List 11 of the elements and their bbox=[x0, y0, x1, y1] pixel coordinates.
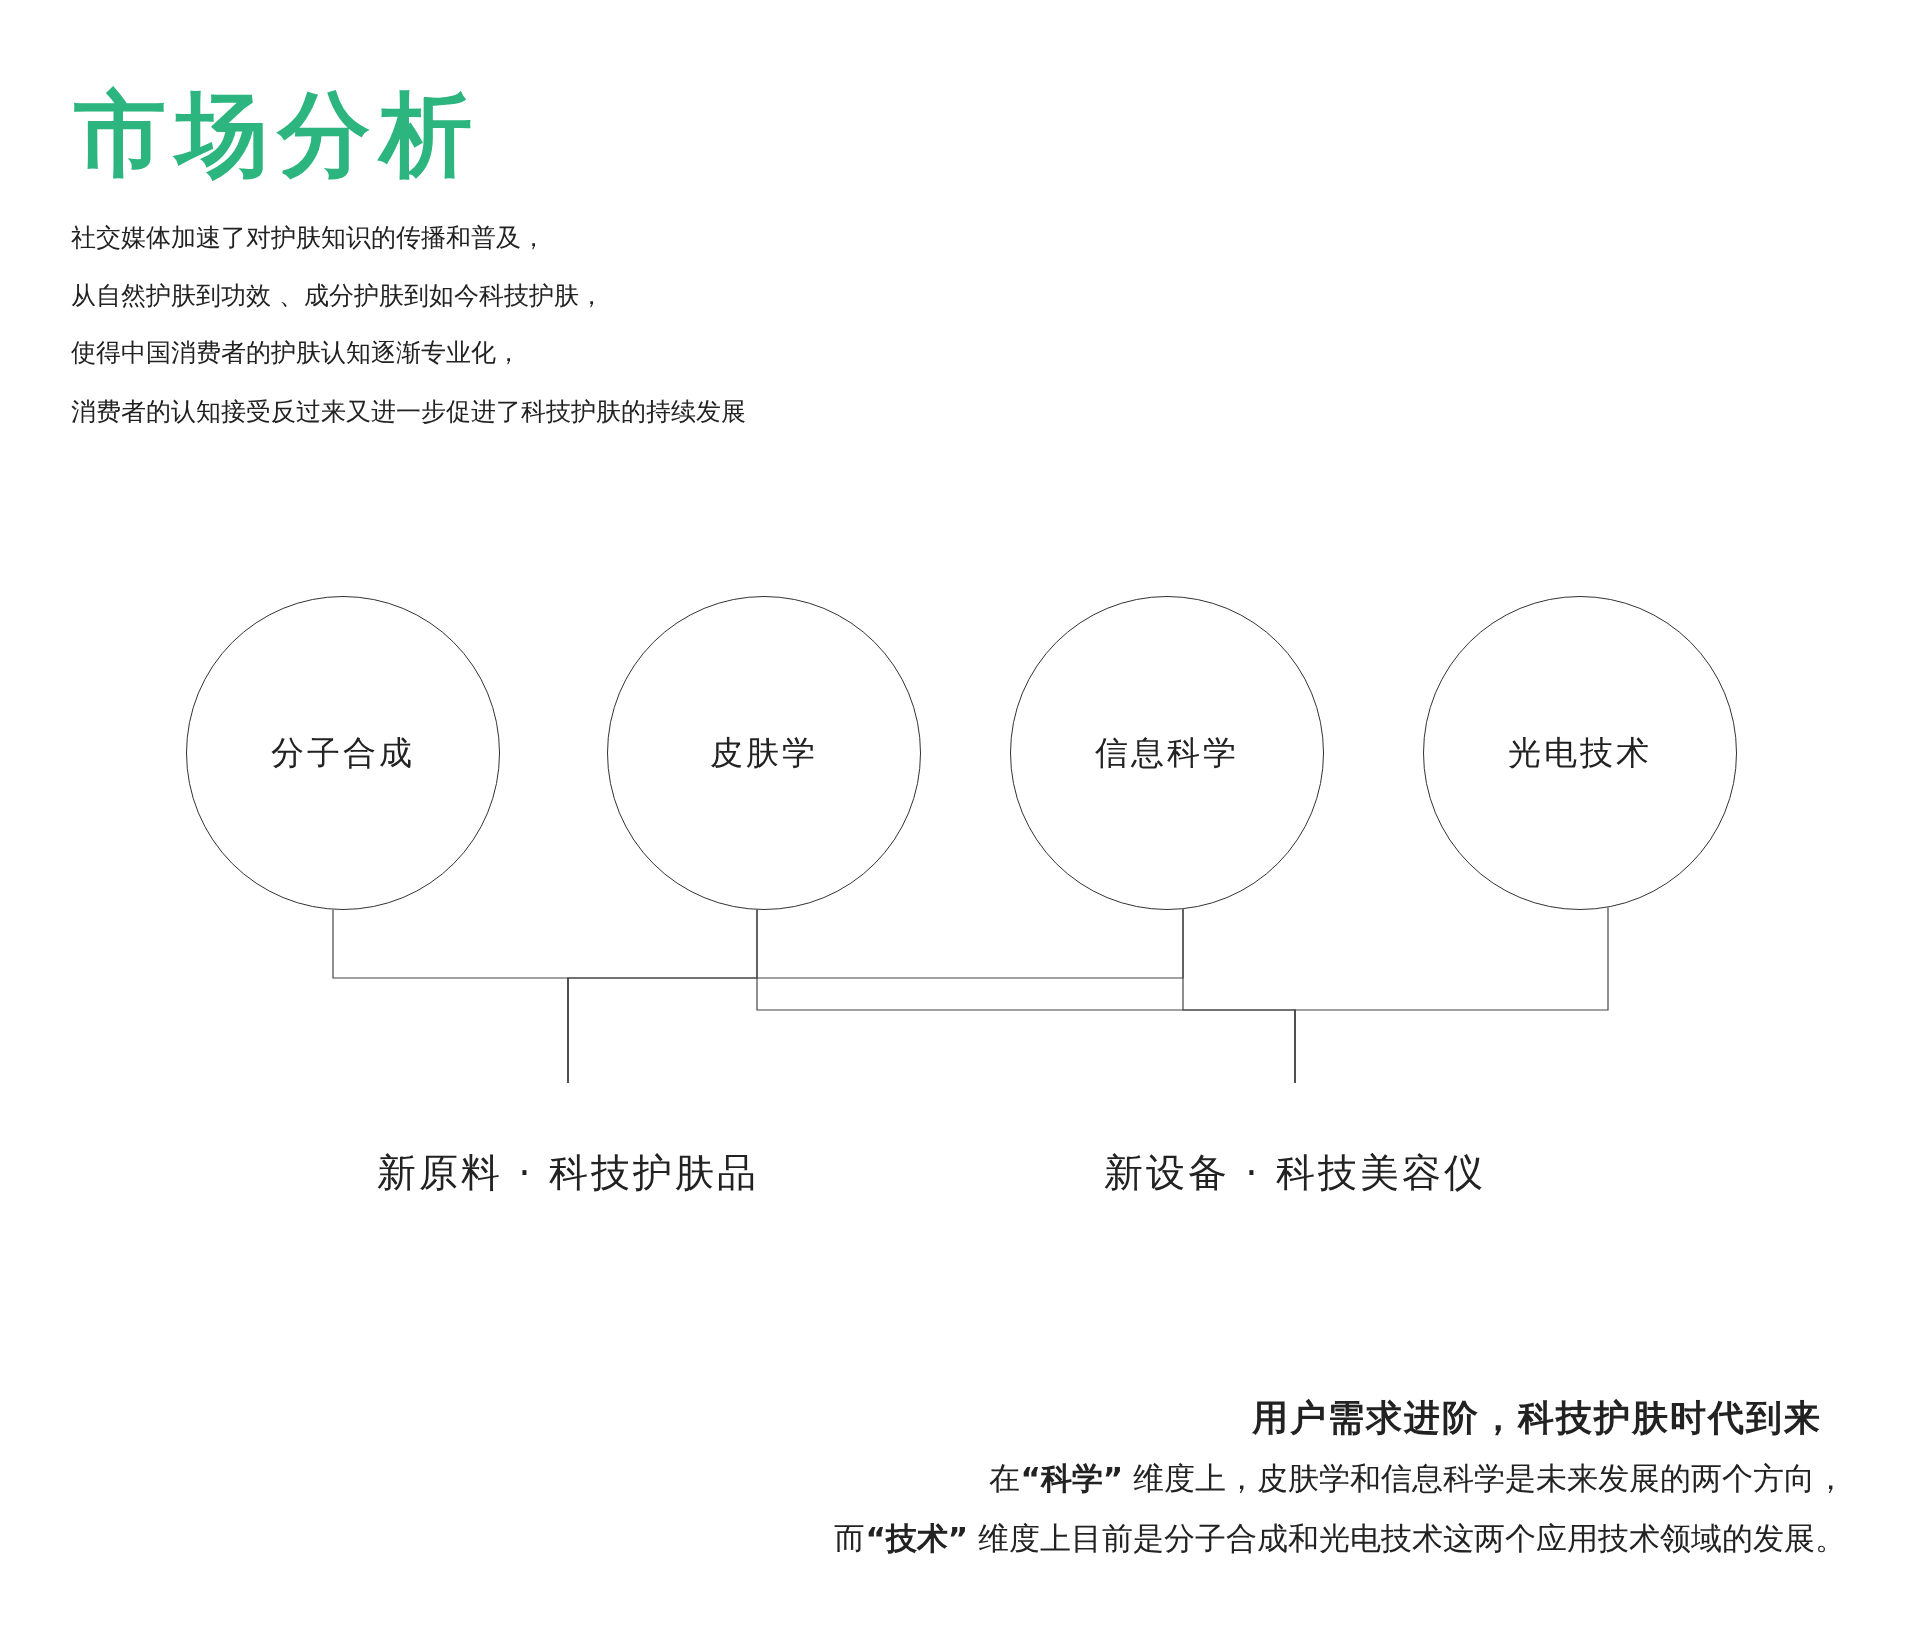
page-title: 市场分析 bbox=[74, 80, 482, 190]
intro-text: 从自然护肤到功效 、成分护肤到如今科技护肤， bbox=[71, 280, 604, 312]
intro-text: 消费者的认知接受反过来又进一步促进了科技护肤的持续发展 bbox=[71, 396, 746, 428]
section-heading: 用户需求进阶，科技护肤时代到来 bbox=[1252, 1396, 1822, 1440]
intro-text: 使得中国消费者的护肤认知逐渐专业化， bbox=[71, 337, 521, 369]
outcome-label: 新原料 · 科技护肤品 bbox=[338, 1083, 798, 1200]
summary-text: 而“技术” 维度上目前是分子合成和光电技术这两个应用技术领域的发展。 bbox=[834, 1519, 1846, 1558]
outcome-label: 新设备 · 科技美容仪 bbox=[1065, 1083, 1525, 1200]
intro-text: 社交媒体加速了对护肤知识的传播和普及， bbox=[71, 222, 546, 254]
summary-text: 在“科学” 维度上，皮肤学和信息科学是未来发展的两个方向， bbox=[989, 1459, 1846, 1498]
connector-line bbox=[1294, 906, 1609, 1084]
